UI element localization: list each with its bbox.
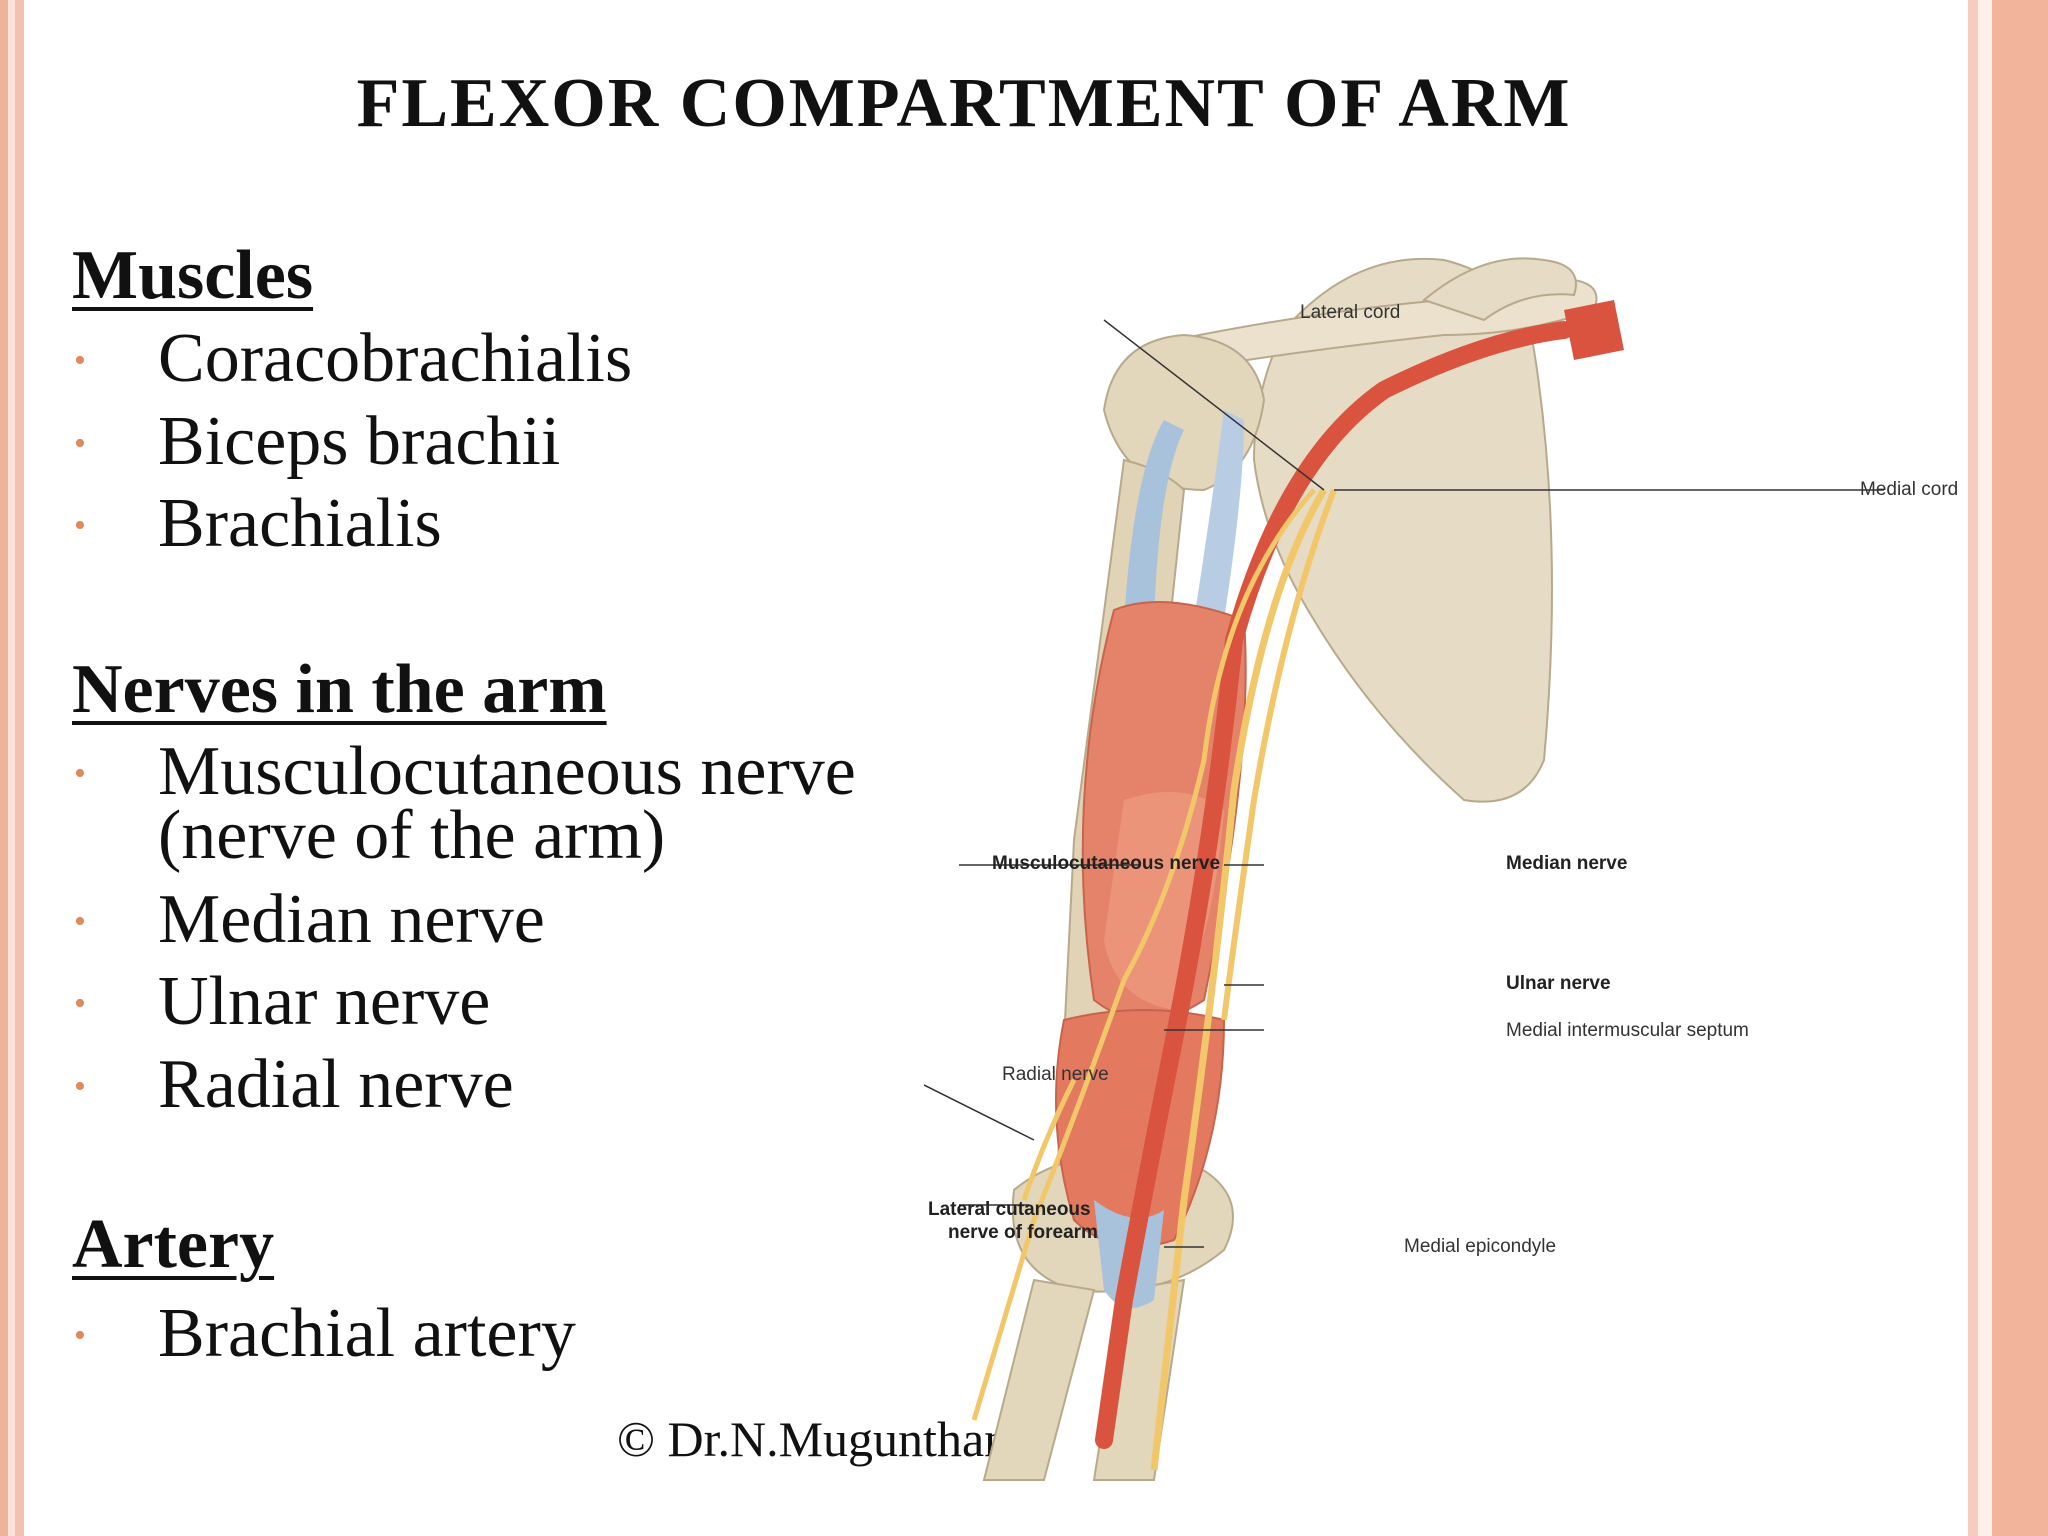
biceps-tendon-short	[1194, 410, 1244, 620]
axillary-artery-stump	[1564, 300, 1624, 360]
slide-title: FLEXOR COMPARTMENT OF ARM	[356, 65, 1572, 142]
label-musculocutaneous-nerve: Musculocutaneous nerve	[992, 853, 1221, 874]
label-medial-cord: Medial cord	[1860, 479, 1959, 500]
label-medial-intermuscular-septum: Medial intermuscular septum	[1506, 1020, 1749, 1041]
artery-heading: Artery	[72, 1206, 275, 1283]
label-medial-epicondyle: Medial epicondyle	[1404, 1236, 1557, 1257]
right-border-decoration	[1968, 0, 2048, 1536]
arm-anatomy-illustration	[924, 257, 1884, 1481]
scapula	[1252, 257, 1553, 803]
bullet-icon: •	[74, 985, 86, 1022]
label-median-nerve: Median nerve	[1506, 853, 1628, 874]
bullet-icon: •	[74, 903, 86, 940]
bullet-icon: •	[74, 507, 86, 544]
radial-nerve	[1021, 1078, 1077, 1201]
bullet-icon: •	[74, 425, 86, 462]
musculocutaneous-nerve	[1121, 488, 1316, 982]
bullet-icon: •	[74, 1317, 86, 1354]
bullet-icon: •	[74, 755, 86, 792]
lateral-cutaneous-nerve	[971, 979, 1127, 1421]
label-radial-nerve: Radial nerve	[1002, 1064, 1109, 1085]
muscles-heading: Muscles	[72, 237, 314, 314]
label-lateral-cutaneous-nerve-line2: nerve of forearm	[948, 1222, 1098, 1243]
biceps-tendon-long	[1124, 420, 1184, 620]
bullet-icon: •	[74, 342, 86, 379]
label-lateral-cutaneous-nerve-line1: Lateral cutaneous	[928, 1199, 1091, 1220]
slide: FLEXOR COMPARTMENT OF ARM Muscles •Corac…	[24, 0, 1968, 1536]
ulnar-nerve	[1221, 488, 1337, 1021]
copyright-text: © Dr.N.Mugunthan	[617, 1411, 1010, 1467]
median-nerve	[1150, 488, 1328, 1471]
label-leader-lines	[924, 319, 1884, 1248]
nerves-heading: Nerves in the arm	[72, 651, 607, 728]
label-ulnar-nerve: Ulnar nerve	[1506, 973, 1611, 994]
brachial-artery	[1095, 321, 1573, 1449]
forearm-bones	[982, 1278, 1186, 1481]
label-lateral-cord: Lateral cord	[1300, 302, 1401, 323]
bullet-icon: •	[74, 1068, 86, 1105]
coracoid-process	[1421, 257, 1577, 322]
left-border-decoration	[0, 0, 24, 1536]
